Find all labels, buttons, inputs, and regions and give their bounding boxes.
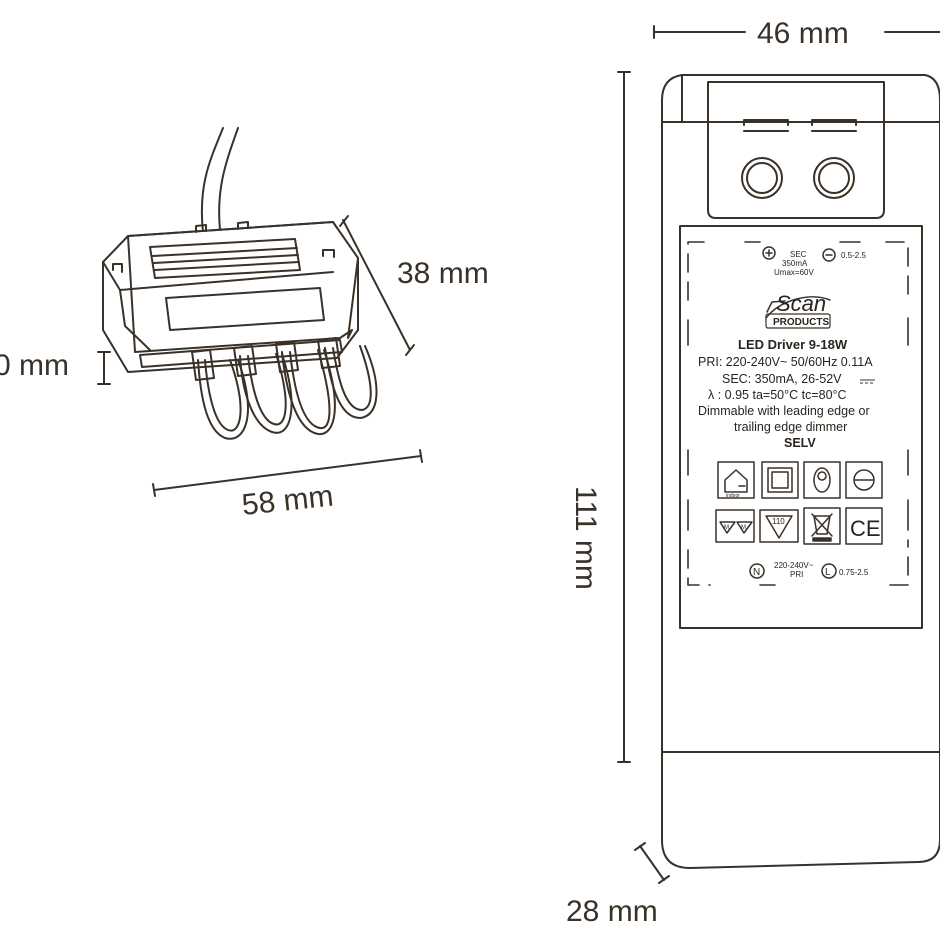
label-brand: Scan: [776, 291, 826, 316]
label-sec-cross-section: 0.5-2.5: [841, 251, 866, 260]
indoor-use-icon: [717, 461, 755, 499]
label-sec-line: SEC: 350mA, 26-52V: [722, 372, 842, 386]
weee-bin-icon: [803, 507, 841, 545]
live-terminal-icon: [821, 563, 837, 579]
label-mm-2: M: [741, 525, 746, 531]
driver-housing: [661, 74, 940, 869]
connector-block-drawing: [102, 127, 378, 440]
dim-58mm: 58 mm: [240, 480, 335, 522]
dimension-lines-left: [97, 215, 423, 497]
label-n: N: [753, 567, 760, 578]
minus-terminal-icon: [822, 248, 836, 262]
plus-terminal-icon: [762, 246, 776, 260]
certification-icons: [715, 246, 883, 579]
label-pri: PRI: 220-240V~ 50/60Hz 0.11A: [698, 355, 873, 369]
dimension-lines-right: [617, 25, 940, 884]
label-l-cross-section: 0.75-2.5: [839, 568, 869, 577]
dim-38mm: 38 mm: [397, 257, 489, 290]
mm-furniture-icon: [715, 509, 755, 543]
label-sec-current: 350mA: [782, 259, 808, 268]
label-product: LED Driver 9-18W: [738, 337, 848, 352]
label-dimmable-2: trailing edge dimmer: [734, 420, 847, 434]
driver-label-text: SEC 350mA Umax=60V 0.5-2.5 Scan PRODUCTS…: [698, 250, 881, 579]
class-ii-icon: [761, 461, 799, 499]
dimension-text: 46 mm 111 mm 28 mm 38 mm 58 mm 0 mm: [0, 17, 849, 928]
dim-28mm: 28 mm: [566, 895, 658, 928]
label-ce: CE: [850, 516, 881, 541]
label-mm-1: M: [724, 525, 729, 531]
dim-46mm: 46 mm: [757, 17, 849, 50]
label-umax: Umax=60V: [774, 268, 814, 277]
label-pri-short: PRI: [790, 570, 803, 579]
label-l: L: [825, 567, 831, 578]
label-sec: SEC: [790, 250, 807, 259]
label-dashed-frame: [687, 241, 909, 586]
dim-0mm: 0 mm: [0, 349, 69, 382]
scan-logo-swoosh: [765, 296, 831, 319]
ce-mark-icon: [845, 507, 883, 545]
cable-line: [218, 127, 239, 231]
temperature-110-icon: [759, 509, 799, 543]
label-pri-voltage: 220-240V~: [774, 561, 814, 570]
label-indoor: indoor: [726, 493, 740, 499]
label-dimmable-1: Dimmable with leading edge or: [698, 404, 870, 418]
cable-line: [200, 127, 224, 233]
label-110: 110: [772, 517, 785, 526]
transformer-icon: [803, 461, 841, 499]
dim-111mm: 111 mm: [569, 486, 602, 590]
label-lambda: λ : 0.95 ta=50°C tc=80°C: [708, 388, 847, 402]
neutral-terminal-icon: [749, 563, 765, 579]
label-brand-sub: PRODUCTS: [773, 317, 829, 328]
safety-transformer-icon: [845, 461, 883, 499]
label-selv: SELV: [784, 436, 816, 450]
